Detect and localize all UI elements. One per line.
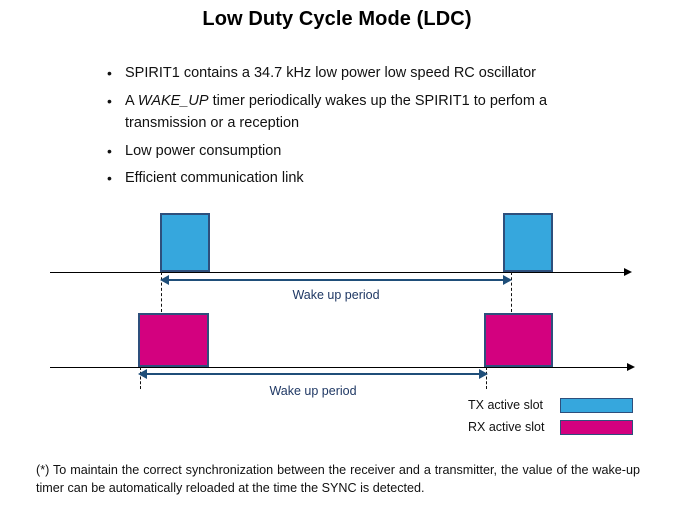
list-item: • Efficient communication link [104,167,624,190]
tx-wake-up-period-arrow [160,275,512,285]
list-item: • SPIRIT1 contains a 34.7 kHz low power … [104,62,624,85]
tx-period-start-dashline [161,272,162,312]
tx-period-end-dashline [511,272,512,312]
arrow-head-left-icon [160,275,169,285]
legend-item-tx: TX active slot [468,396,633,414]
list-item-text: SPIRIT1 contains a 34.7 kHz low power lo… [125,65,537,81]
legend: TX active slot RX active slot [468,396,633,440]
bullet-marker: • [107,92,112,109]
rx-wake-up-period-arrow [138,369,488,379]
rx-active-slot-pulse-1 [138,313,209,367]
legend-item-rx: RX active slot [468,418,633,436]
arrow-shaft [145,373,481,375]
legend-swatch-rx [560,419,633,435]
tx-wake-up-period-label: Wake up period [292,288,380,302]
legend-swatch-tx [560,397,633,413]
list-item: • Low power consumption [104,140,624,163]
list-item-text: Low power consumption [125,142,282,159]
bullet-list: • SPIRIT1 contains a 34.7 kHz low power … [104,62,624,195]
list-item-text: Efficient communication link [125,170,304,186]
tx-active-slot-pulse-2 [503,213,553,272]
arrow-head-right-icon [503,275,512,285]
arrow-head-right-icon [479,369,488,379]
arrow-shaft [167,279,505,281]
list-item: • A WAKE_UP timer periodically wakes up … [104,90,624,135]
tx-timeline-axis [50,272,625,273]
list-item-text-pre: A [125,92,138,109]
legend-label-tx: TX active slot [468,398,544,412]
list-item-text-post: timer periodically wakes up the SPIRIT1 … [125,92,548,132]
rx-timeline-axis [50,367,628,368]
rx-wake-up-period-label: Wake up period [269,384,357,398]
tx-active-slot-pulse-1 [160,213,210,272]
bullet-marker: • [107,170,112,186]
page-title: Low Duty Cycle Mode (LDC) [202,8,472,30]
legend-label-rx: RX active slot [468,420,545,434]
footnote-text: (*) To maintain the correct synchronizat… [36,463,640,495]
bullet-marker: • [107,65,112,81]
list-item-emphasis: WAKE_UP [137,92,209,109]
bullet-marker: • [107,142,112,159]
rx-active-slot-pulse-2 [484,313,553,367]
ldc-timing-diagram: Wake up period Wake up period [0,195,674,455]
arrow-head-left-icon [138,369,147,379]
rx-timeline-arrowhead [627,362,635,371]
tx-timeline-arrowhead [624,267,632,276]
